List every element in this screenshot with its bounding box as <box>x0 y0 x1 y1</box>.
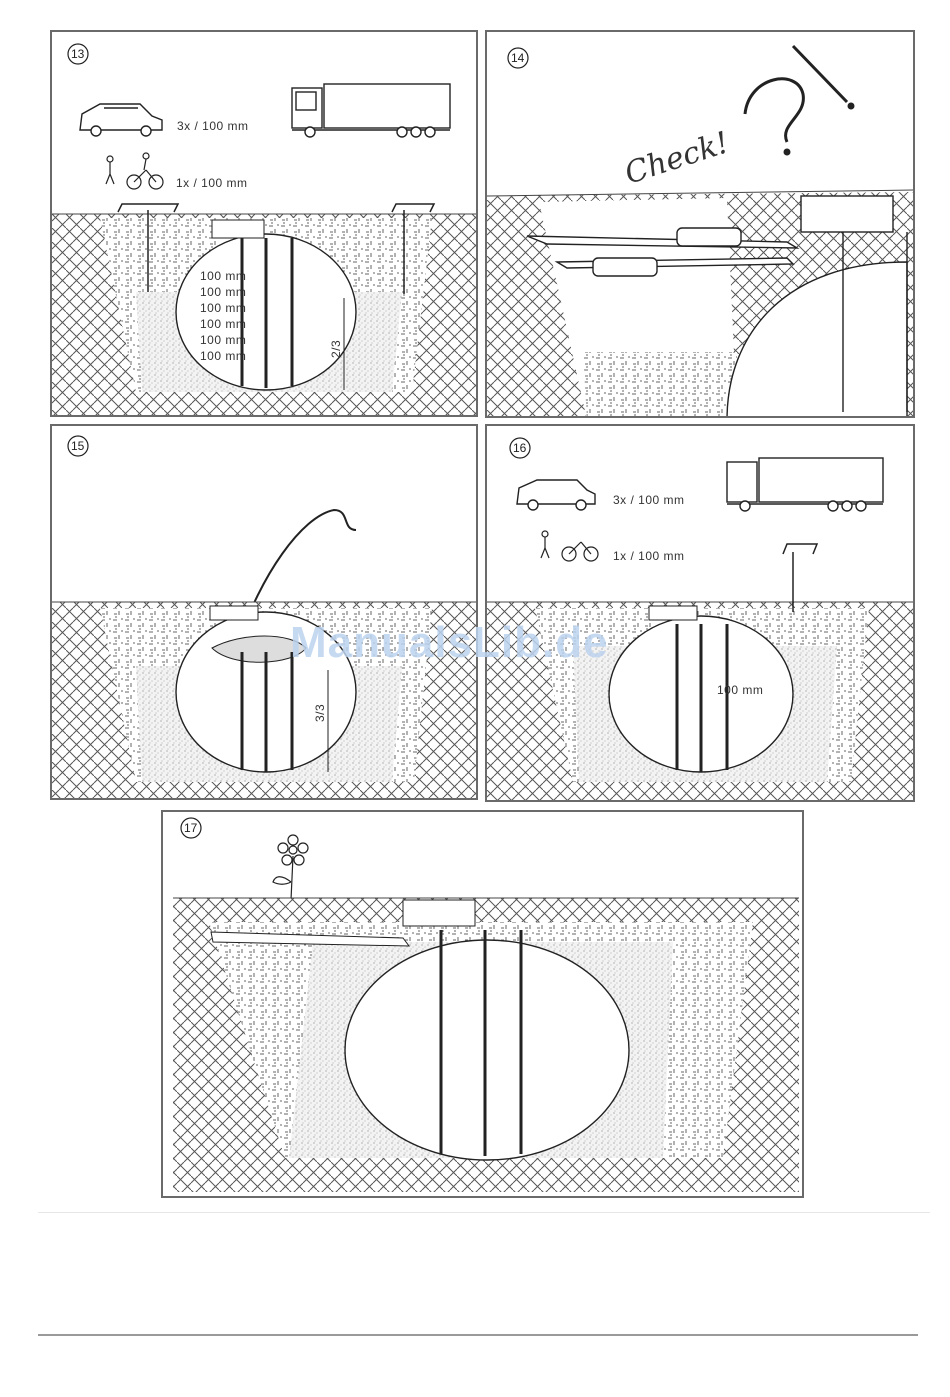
panel-16: 16 3x / 100 mm 1x / 100 mm <box>485 424 915 802</box>
car-icon <box>80 104 162 136</box>
load-label-vehicles: 3x / 100 mm <box>177 119 249 133</box>
pedestrian-cyclist-icon <box>106 153 163 189</box>
question-mark-icon <box>745 46 853 154</box>
car-icon <box>517 480 595 510</box>
layer-label-4: 100 mm <box>200 317 246 331</box>
panel-14: 14 Check! <box>485 30 915 418</box>
step-number-13: 13 <box>71 47 85 61</box>
fill-level-label: 2/3 <box>329 340 343 358</box>
layer-label-1: 100 mm <box>200 269 246 283</box>
layer-label-3: 100 mm <box>200 301 246 315</box>
load-label-pedestrians: 1x / 100 mm <box>176 176 248 190</box>
flower-icon <box>273 835 308 900</box>
panel-15: 15 3/3 <box>50 424 478 800</box>
step-number-17: 17 <box>184 821 198 835</box>
truck-icon <box>727 458 883 511</box>
layer-label-6: 100 mm <box>200 349 246 363</box>
pedestrian-cyclist-icon <box>541 531 598 561</box>
step-number-14: 14 <box>511 51 525 65</box>
load-label-vehicles: 3x / 100 mm <box>613 493 685 507</box>
step-number-15: 15 <box>71 439 85 453</box>
separator-line <box>38 1212 930 1213</box>
footer-rule <box>38 1334 918 1336</box>
watermark: ManualsLib.de <box>290 618 609 668</box>
load-label-pedestrians: 1x / 100 mm <box>613 549 685 563</box>
check-label: Check! <box>621 125 734 191</box>
step-number-16: 16 <box>513 441 527 455</box>
layer-label: 100 mm <box>717 683 763 697</box>
layer-label-5: 100 mm <box>200 333 246 347</box>
panel-17: 17 <box>161 810 804 1198</box>
layer-label-2: 100 mm <box>200 285 246 299</box>
fill-level-label: 3/3 <box>313 704 327 722</box>
panel-13: 13 3x / 100 mm 1x / 100 mm <box>50 30 478 417</box>
truck-icon <box>292 84 450 137</box>
